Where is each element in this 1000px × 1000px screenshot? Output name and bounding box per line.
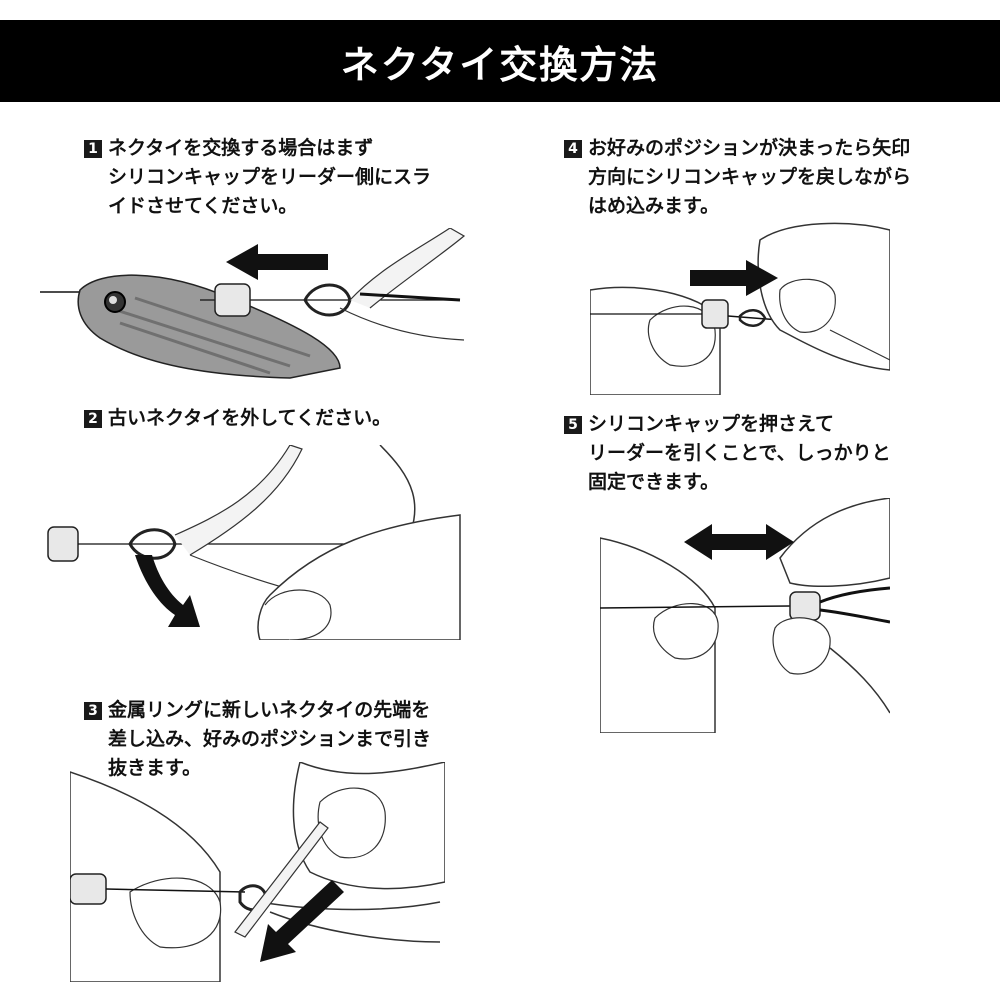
- curved-arrow-icon: [135, 555, 200, 627]
- page-title: ネクタイ交換方法: [341, 34, 659, 89]
- step-2-text: 2 古いネクタイを外してください。: [84, 404, 391, 433]
- step-5-number: 5: [564, 416, 582, 434]
- step-5-illustration: [600, 498, 890, 733]
- step-1-number: 1: [84, 140, 102, 158]
- step-4-line-3: はめ込みます。: [564, 192, 911, 221]
- step-2-line-1: 古いネクタイを外してください。: [108, 407, 391, 429]
- step-5-text: 5 シリコンキャップを押さえて リーダーを引くことで、しっかりと 固定できます。: [564, 410, 891, 497]
- step-3-line-2: 差し込み、好みのポジションまで引き: [84, 725, 431, 754]
- left-arrow-icon: [226, 244, 328, 280]
- step-2-illustration: [40, 445, 465, 640]
- step-1-line-2: シリコンキャップをリーダー側にスラ: [84, 163, 431, 192]
- step-4-line-1: お好みのポジションが決まったら矢印: [588, 137, 910, 159]
- step-1-line-1: ネクタイを交換する場合はまず: [108, 137, 373, 159]
- step-1-text: 1 ネクタイを交換する場合はまず シリコンキャップをリーダー側にスラ イドさせてく…: [84, 134, 431, 221]
- step-1-illustration: [40, 228, 465, 380]
- step-1-line-3: イドさせてください。: [84, 192, 431, 221]
- step-3-line-1: 金属リングに新しいネクタイの先端を: [108, 699, 430, 721]
- step-5-line-3: 固定できます。: [564, 468, 891, 497]
- step-3-illustration: [70, 762, 445, 982]
- step-4-number: 4: [564, 140, 582, 158]
- step-2-number: 2: [84, 410, 102, 428]
- step-4-text: 4 お好みのポジションが決まったら矢印 方向にシリコンキャップを戻しながら はめ込…: [564, 134, 911, 221]
- step-4-line-2: 方向にシリコンキャップを戻しながら: [564, 163, 911, 192]
- step-5-line-2: リーダーを引くことで、しっかりと: [564, 439, 891, 468]
- double-arrow-icon: [684, 524, 794, 560]
- step-4-illustration: [590, 220, 890, 395]
- step-3-number: 3: [84, 702, 102, 720]
- step-5-line-1: シリコンキャップを押さえて: [588, 413, 834, 435]
- title-bar: ネクタイ交換方法: [0, 20, 1000, 102]
